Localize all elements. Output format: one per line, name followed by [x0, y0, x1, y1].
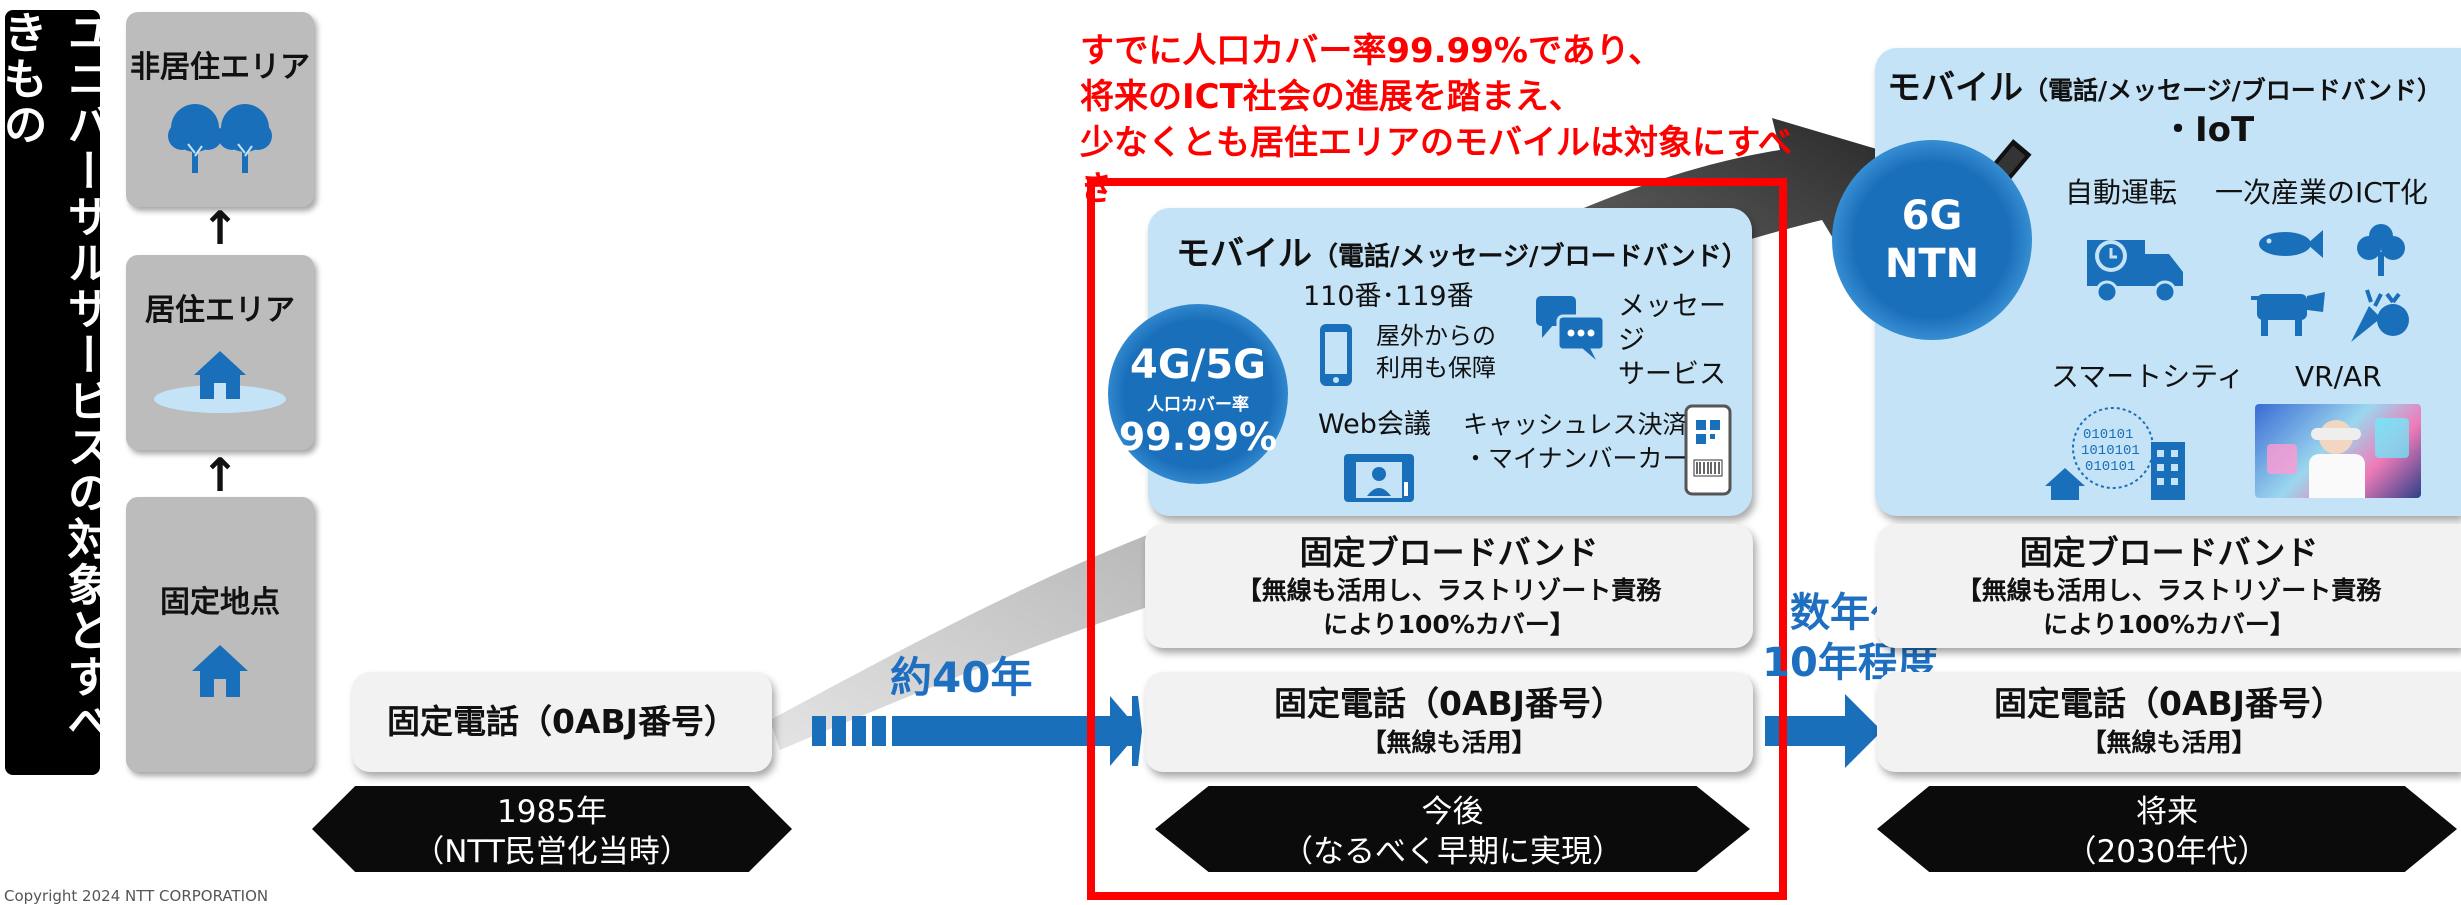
stage2-period: 今後	[1421, 794, 1484, 830]
svg-text:010101: 010101	[2083, 427, 2133, 443]
broadband-sub: により100%カバー】	[1323, 610, 1575, 639]
growth-swoosh	[770, 530, 1170, 750]
red-note-line: 将来のICT社会の進展を踏まえ、	[1080, 77, 1583, 117]
trees-icon	[160, 98, 280, 178]
house-icon	[190, 643, 250, 699]
vrar-label: VR/AR	[2295, 360, 2382, 393]
broadband-sub: 【無線も活用し、ラストリゾート責務	[1956, 576, 2382, 605]
stage1-fixed-phone-label: 固定電話（0ABJ番号）	[387, 702, 737, 741]
non-residential-label: 非居住エリア	[130, 50, 310, 85]
smartcity-icon: 010101 1010101 010101	[2043, 402, 2193, 502]
fixed-point-label: 固定地点	[160, 585, 280, 620]
stage2-fixed-phone-card: 固定電話（0ABJ番号） 【無線も活用】	[1145, 672, 1753, 772]
stage2-period-sub: （なるべく早期に実現）	[1282, 834, 1623, 870]
stage3-period: 将来	[2136, 794, 2198, 830]
fixed-phone-sub: 【無線も活用】	[2081, 728, 2257, 757]
red-note-line: 少なくとも居住エリアのモバイルは対象にすべき	[1080, 123, 1792, 209]
vr-ar-photo	[2255, 404, 2421, 498]
house-with-area-icon	[150, 347, 290, 417]
stage1-period-label: 1985年 （NTT民営化当時）	[312, 786, 792, 872]
svg-text:1010101: 1010101	[2081, 443, 2140, 459]
stage1-period-sub: （NTT民営化当時）	[413, 834, 691, 870]
stage3-iot-label: ・IoT	[2161, 110, 2255, 150]
stage2-period-label: 今後 （なるべく早期に実現）	[1155, 786, 1750, 872]
web-meeting-label: Web会議	[1318, 409, 1431, 440]
red-note: すでに人口カバー率99.99%であり、 将来のICT社会の進展を踏まえ、 少なく…	[1080, 28, 1800, 212]
up-arrow-icon: ↑	[200, 201, 240, 255]
copyright: Copyright 2024 NTT CORPORATION	[4, 888, 269, 905]
6g-ntn-badge: 6G NTN	[1832, 140, 2032, 340]
cashless-label: キャッシュレス決済・マイナンバーカード	[1463, 410, 1713, 473]
stage1-period: 1985年	[497, 794, 607, 830]
vegetables-icon	[2351, 218, 2411, 278]
up-arrow-icon: ↑	[200, 448, 240, 502]
smartcity-label: スマートシティ	[2051, 360, 2245, 393]
autodrive-label: 自動運転	[2065, 176, 2178, 209]
primary-ict-label: 一次産業のICT化	[2215, 176, 2428, 209]
emergency-sub: 屋外からの利用も保障	[1376, 322, 1496, 382]
badge-ntn: NTN	[1884, 241, 1980, 287]
svg-text:010101: 010101	[2085, 459, 2135, 475]
delivery-truck-icon	[2085, 226, 2185, 306]
stage3-period-label: 将来 （2030年代）	[1877, 786, 2457, 872]
emergency-label: 110番･119番	[1303, 281, 1474, 312]
4g5g-badge: 4G/5G 人口カバー率 99.99%	[1108, 304, 1288, 484]
fixed-phone-title: 固定電話（0ABJ番号）	[1994, 684, 2344, 723]
message-icon	[1534, 294, 1606, 364]
stage3-mobile-title: モバイル（電話/メッセージ/ブロードバンド）	[1887, 68, 2443, 108]
stage3-broadband-card: 固定ブロードバンド 【無線も活用し、ラストリゾート責務 により100%カバー】	[1877, 524, 2461, 648]
stage1-fixed-phone-card: 固定電話（0ABJ番号）	[352, 672, 772, 772]
badge-sub: 人口カバー率	[1147, 395, 1249, 415]
fixed-phone-title: 固定電話（0ABJ番号）	[1274, 684, 1624, 723]
stage2-broadband-card: 固定ブロードバンド 【無線も活用し、ラストリゾート責務 により100%カバー】	[1145, 524, 1753, 648]
residential-area: 居住エリア	[126, 255, 314, 450]
stage2-mobile-title: モバイル（電話/メッセージ/ブロードバンド）	[1176, 234, 1748, 274]
broadband-sub: により100%カバー】	[2043, 610, 2295, 639]
cow-icon	[2247, 284, 2327, 338]
arrow1-label: 約40年	[890, 653, 1033, 702]
side-title: ユニバーサルサービスの対象とすべきもの	[0, 10, 111, 775]
web-meeting-icon	[1342, 452, 1416, 504]
smartphone-icon	[1318, 322, 1354, 388]
qr-phone-icon	[1684, 404, 1732, 496]
carrot-tomato-icon	[2347, 280, 2413, 344]
non-residential-area: 非居住エリア	[126, 12, 314, 207]
broadband-title: 固定ブロードバンド	[2019, 533, 2319, 572]
stage3-period-sub: （2030年代）	[2065, 834, 2269, 870]
badge-6g: 6G	[1901, 193, 1963, 239]
fixed-point-area: 固定地点	[126, 497, 314, 772]
badge-value: 99.99%	[1118, 415, 1278, 459]
stage3-fixed-phone-card: 固定電話（0ABJ番号） 【無線も活用】	[1877, 672, 2461, 772]
badge-main: 4G/5G	[1130, 342, 1266, 388]
message-label: メッセージサービス	[1618, 291, 1726, 390]
broadband-title: 固定ブロードバンド	[1299, 533, 1599, 572]
residential-label: 居住エリア	[145, 293, 295, 328]
fish-icon	[2255, 224, 2325, 264]
highlight-frame	[1087, 178, 1787, 900]
broadband-sub: 【無線も活用し、ラストリゾート責務	[1236, 576, 1662, 605]
fixed-phone-sub: 【無線も活用】	[1361, 728, 1537, 757]
red-note-line: すでに人口カバー率99.99%であり、	[1080, 31, 1663, 71]
